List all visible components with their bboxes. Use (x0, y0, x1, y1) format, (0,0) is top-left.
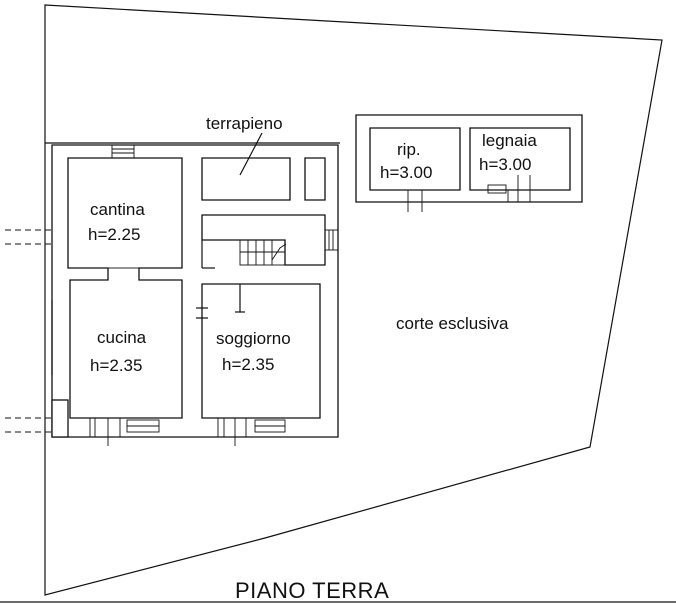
label-rip-height: h=3.00 (380, 163, 432, 182)
plan-title: PIANO TERRA (235, 578, 389, 603)
label-corte: corte esclusiva (396, 314, 509, 333)
small-room (304, 157, 326, 201)
label-legnaia: legnaia (482, 131, 537, 150)
label-cucina-height: h=2.35 (90, 356, 142, 375)
property-boundary (44, 4, 663, 596)
label-cantina-height: h=2.25 (88, 225, 140, 244)
label-legnaia-height: h=3.00 (479, 155, 531, 174)
label-terrapieno: terrapieno (206, 114, 283, 133)
openings-west (5, 229, 69, 438)
label-cucina: cucina (97, 328, 147, 347)
soggiorno-room (201, 283, 321, 419)
label-soggiorno: soggiorno (216, 329, 291, 348)
openings-south (89, 417, 286, 446)
label-soggiorno-height: h=2.35 (222, 355, 274, 374)
outbuildings (355, 114, 583, 212)
label-cantina: cantina (90, 200, 145, 219)
cucina-room (69, 279, 183, 419)
staircase (239, 239, 287, 266)
house-walls (51, 144, 339, 438)
window-east (324, 229, 339, 251)
terrapieno-room (201, 157, 291, 201)
window-cantina (111, 144, 135, 159)
partitions (196, 240, 245, 319)
label-rip: rip. (397, 140, 421, 159)
terrapieno-leader (239, 132, 263, 176)
